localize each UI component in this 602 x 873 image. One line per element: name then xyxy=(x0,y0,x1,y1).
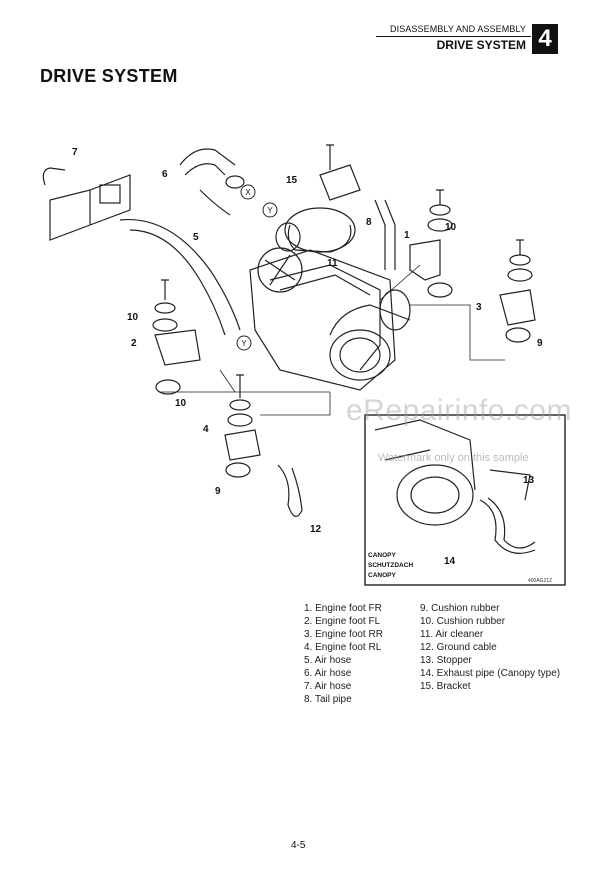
parts-legend-right: 9. Cushion rubber 10. Cushion rubber 11.… xyxy=(420,602,560,693)
callout-9: 9 xyxy=(537,338,543,349)
engine-foot-3 xyxy=(499,289,536,326)
legend-item: 9. Cushion rubber xyxy=(420,603,500,614)
watermark-subtext: Watermark only on this sample xyxy=(378,452,529,464)
circle-label-y1: Y xyxy=(267,206,273,215)
page-number: 4-5 xyxy=(291,840,306,851)
callout-12: 12 xyxy=(310,524,322,535)
callout-13: 13 xyxy=(523,475,535,486)
air-hose-5 xyxy=(119,218,241,336)
engine-foot-4 xyxy=(224,429,261,461)
engine-foot-1 xyxy=(409,239,441,281)
callout-11: 11 xyxy=(327,258,338,269)
engine-block xyxy=(249,249,396,391)
callout-5: 5 xyxy=(193,232,199,243)
callout-1: 1 xyxy=(404,230,410,241)
callout-7: 7 xyxy=(72,147,78,158)
legend-item: 5. Air hose xyxy=(304,655,352,666)
ground-cable-12 xyxy=(277,464,303,517)
callout-2: 2 xyxy=(131,338,137,349)
inset-label-schutzdach: SCHUTZDACH xyxy=(368,562,413,569)
bracket-7 xyxy=(49,174,131,241)
bracket-15 xyxy=(319,164,361,201)
legend-item: 12. Ground cable xyxy=(420,642,497,653)
circle-label-x1: X xyxy=(245,188,251,197)
inset-code: 400AG21Z xyxy=(528,578,552,584)
callout-14: 14 xyxy=(444,556,456,567)
parts-legend-left: 1. Engine foot FR 2. Engine foot FL 3. E… xyxy=(304,602,383,706)
legend-item: 8. Tail pipe xyxy=(304,694,352,705)
callout-10: 10 xyxy=(445,222,457,233)
legend-item: 15. Bracket xyxy=(420,681,471,692)
header-section: DISASSEMBLY AND ASSEMBLY xyxy=(390,24,526,34)
legend-item: 3. Engine foot RR xyxy=(304,629,383,640)
page-title: DRIVE SYSTEM xyxy=(40,66,178,86)
watermark: eRepairinfo.com xyxy=(346,394,572,427)
legend-item: 6. Air hose xyxy=(304,668,352,679)
canopy-inset xyxy=(364,414,566,586)
callout-9-bottom: 9 xyxy=(215,486,221,497)
legend-item: 4. Engine foot RL xyxy=(304,642,382,653)
legend-item: 1. Engine foot FR xyxy=(304,603,382,614)
circle-label-y2: Y xyxy=(241,339,247,348)
header-rule xyxy=(376,36,531,37)
callout-8: 8 xyxy=(366,217,372,228)
callout-10-left: 10 xyxy=(127,312,139,323)
legend-item: 11. Air cleaner xyxy=(420,629,484,640)
legend-item: 13. Stopper xyxy=(420,655,472,666)
callout-10-bottom: 10 xyxy=(175,398,187,409)
callout-3: 3 xyxy=(476,302,482,313)
air-hose-6 xyxy=(179,148,236,216)
header-chapter-title: DRIVE SYSTEM xyxy=(436,38,526,52)
chapter-number-badge: 4 xyxy=(532,24,558,54)
inset-label-canopy: CANOPY xyxy=(368,552,396,559)
legend-item: 10. Cushion rubber xyxy=(420,616,506,627)
engine-foot-2 xyxy=(154,329,201,366)
legend-item: 2. Engine foot FL xyxy=(304,616,381,627)
inset-label-canopy-2: CANOPY xyxy=(368,572,396,579)
callout-4: 4 xyxy=(203,424,209,435)
legend-item: 14. Exhaust pipe (Canopy type) xyxy=(420,668,561,679)
tail-pipe-8 xyxy=(374,199,396,270)
drive-system-diagram: X Y Y 1 2 3 4 5 6 7 8 9 10 11 12 13 14 1… xyxy=(42,144,566,586)
callout-15: 15 xyxy=(286,175,298,186)
callout-6: 6 xyxy=(162,169,168,180)
legend-item: 7. Air hose xyxy=(304,681,352,692)
